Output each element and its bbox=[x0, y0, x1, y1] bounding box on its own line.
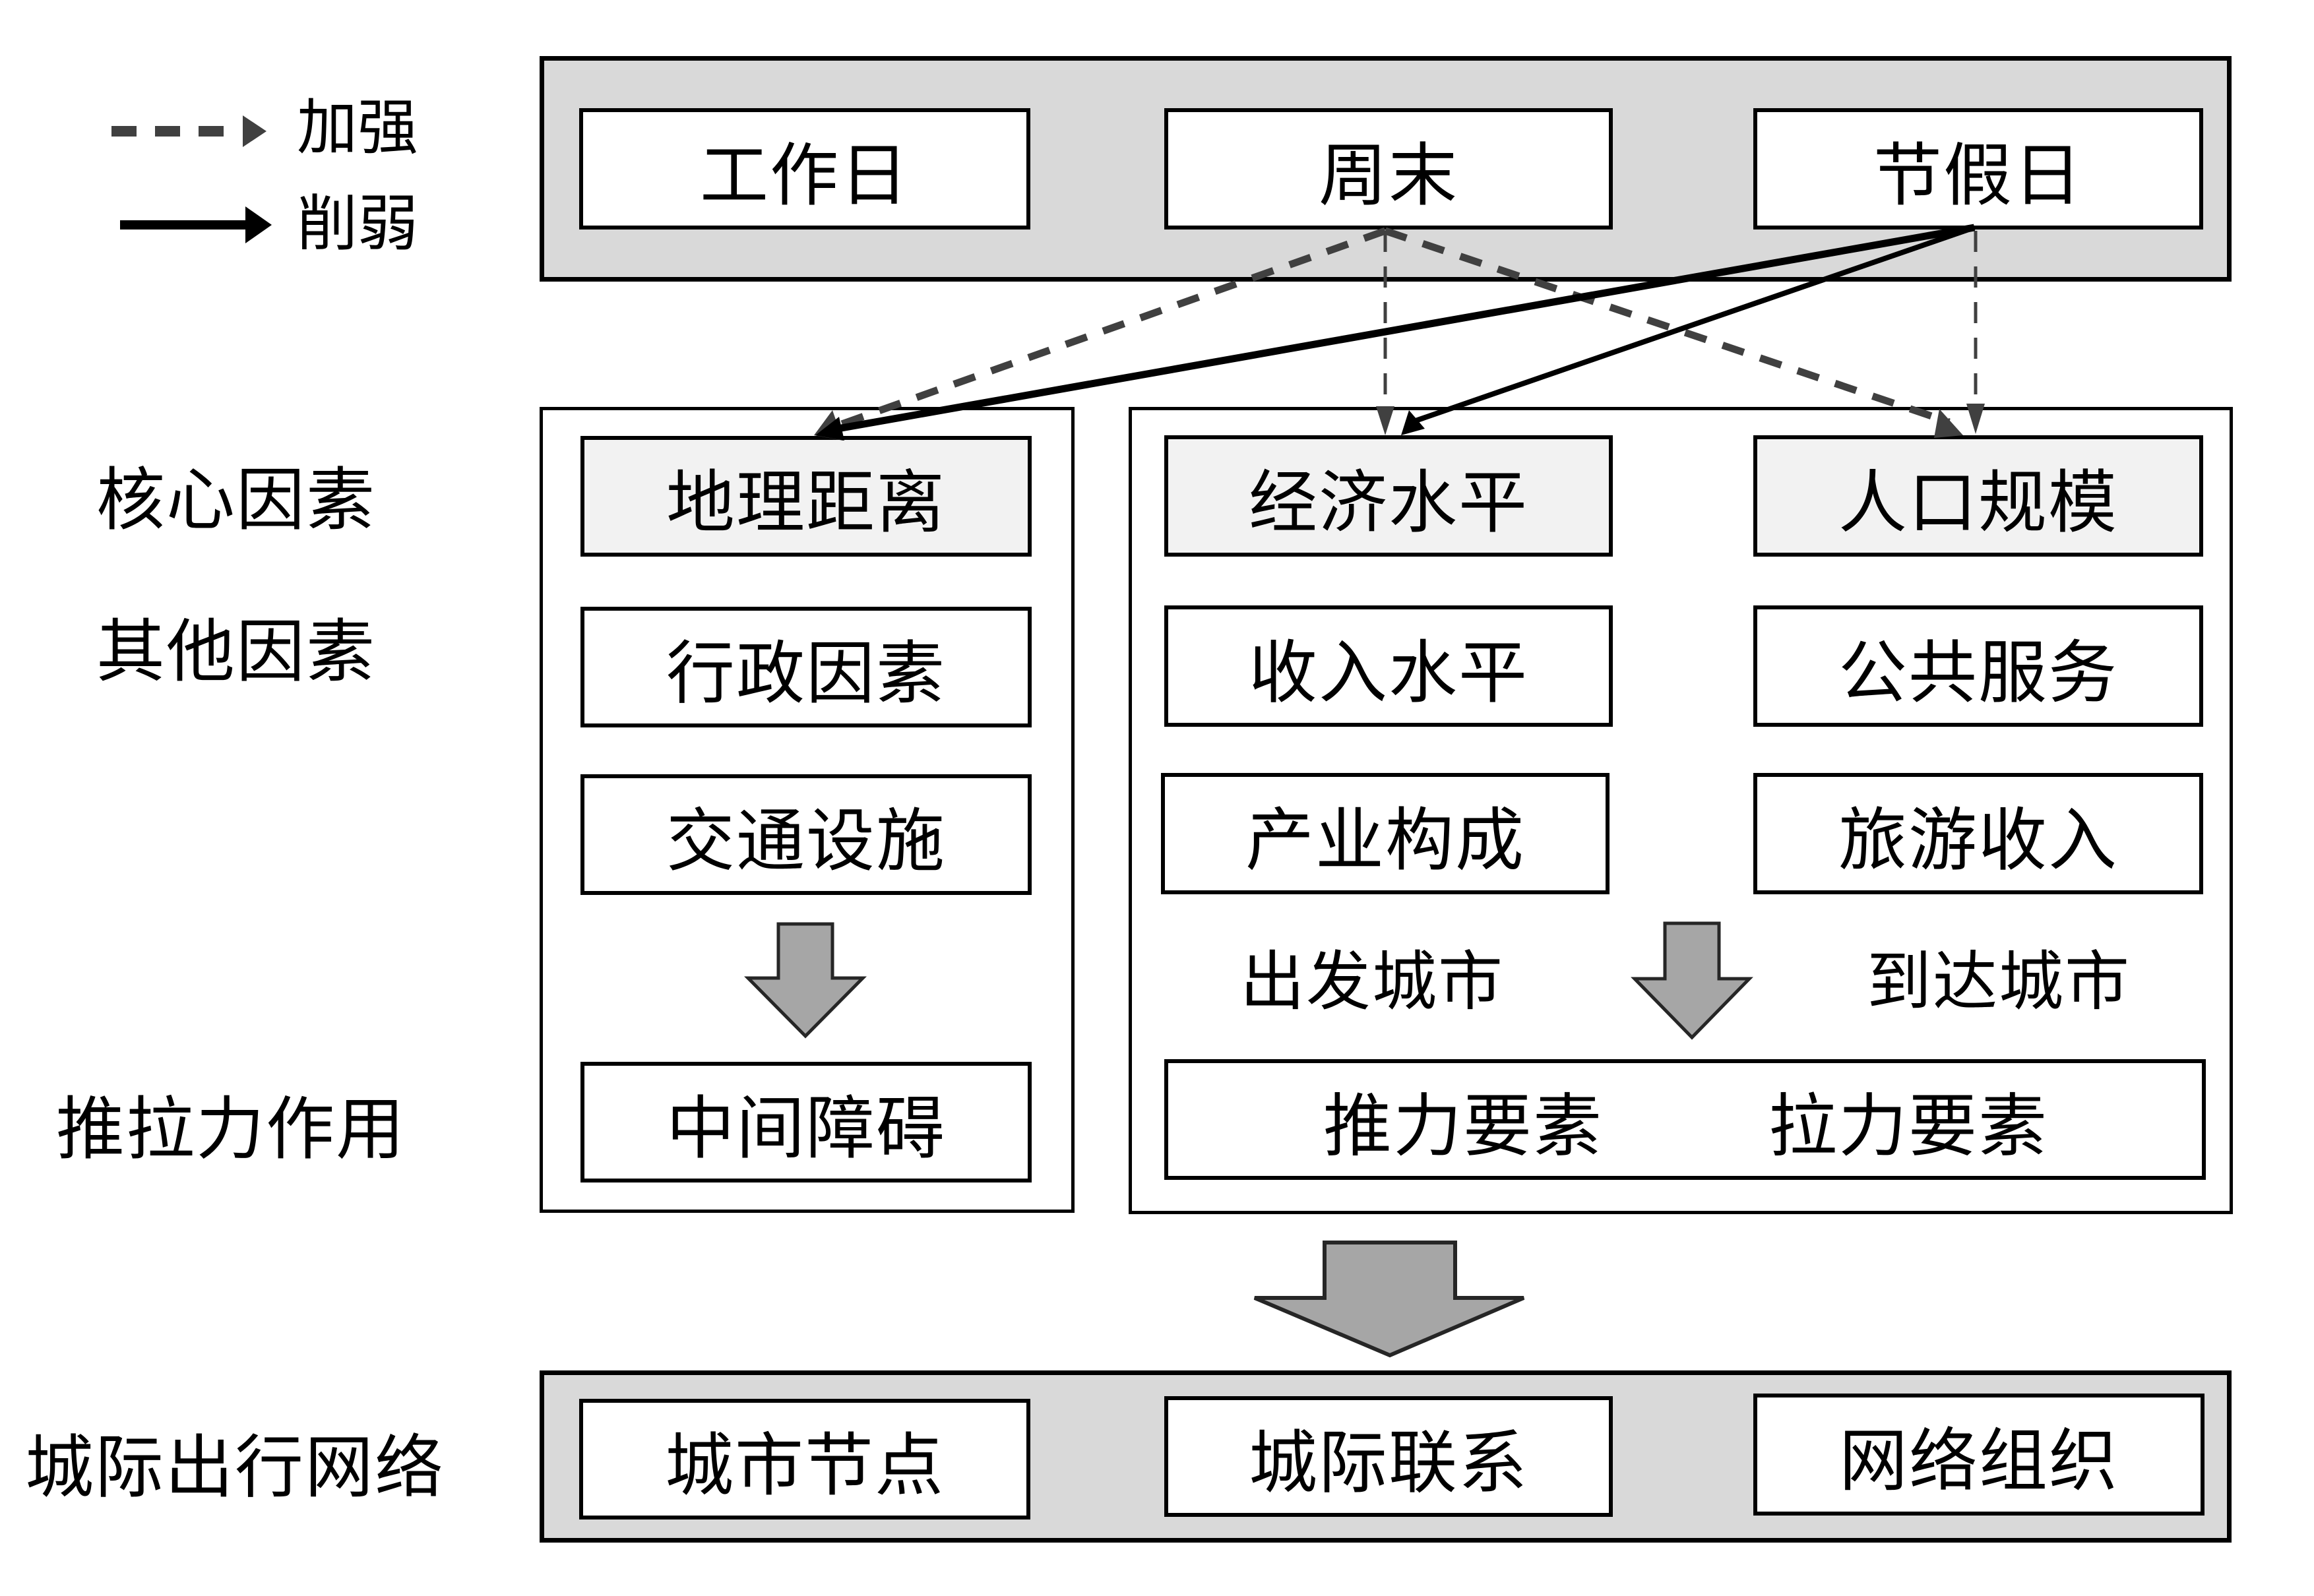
time-type-box-workday[interactable]: 工作日 bbox=[579, 108, 1030, 230]
factor-public-services[interactable]: 公共服务 bbox=[1753, 605, 2203, 727]
origin-city-label: 出发城市 bbox=[1240, 944, 1505, 1020]
destination-city-label: 到达城市 bbox=[1867, 944, 2131, 1020]
core-factor-population-size[interactable]: 人口规模 bbox=[1753, 435, 2203, 557]
time-type-label: 工作日 bbox=[699, 135, 910, 216]
factor-label: 交通设施 bbox=[666, 801, 946, 881]
factor-label: 行政因素 bbox=[666, 633, 946, 714]
legend-dashed-arrow-icon bbox=[111, 115, 266, 147]
factor-tourism-income[interactable]: 旅游收入 bbox=[1753, 773, 2203, 894]
factor-label: 人口规模 bbox=[1838, 462, 2118, 543]
network-component-network-organization[interactable]: 网络组织 bbox=[1753, 1394, 2205, 1516]
legend-solid-arrow-icon bbox=[120, 206, 272, 243]
factor-administrative[interactable]: 行政因素 bbox=[580, 607, 1032, 727]
core-factor-geographic-distance[interactable]: 地理距离 bbox=[580, 436, 1032, 557]
factor-label: 公共服务 bbox=[1838, 632, 2118, 713]
factor-transport-infrastructure[interactable]: 交通设施 bbox=[580, 774, 1032, 895]
row-label-push-pull: 推拉力作用 bbox=[56, 1089, 406, 1169]
network-label: 城市节点 bbox=[664, 1425, 945, 1506]
factor-income-level[interactable]: 收入水平 bbox=[1164, 605, 1613, 727]
network-component-city-nodes[interactable]: 城市节点 bbox=[579, 1399, 1030, 1519]
push-elements-label: 推力要素 bbox=[1323, 1086, 1604, 1166]
factor-label: 经济水平 bbox=[1248, 462, 1528, 543]
time-type-box-holiday[interactable]: 节假日 bbox=[1753, 108, 2203, 230]
time-type-box-weekend[interactable]: 周末 bbox=[1164, 108, 1613, 230]
result-label: 中间障碍 bbox=[666, 1088, 946, 1169]
core-factor-economic-level[interactable]: 经济水平 bbox=[1164, 435, 1613, 557]
network-label: 城际联系 bbox=[1248, 1423, 1528, 1503]
push-pull-elements-box[interactable]: 推力要素 拉力要素 bbox=[1164, 1059, 2206, 1180]
intervening-obstacles-box[interactable]: 中间障碍 bbox=[580, 1062, 1032, 1182]
row-label-network: 城际出行网络 bbox=[25, 1427, 445, 1508]
row-label-other-factors: 其他因素 bbox=[96, 611, 377, 692]
factor-label: 旅游收入 bbox=[1838, 799, 2118, 880]
factor-label: 收入水平 bbox=[1248, 632, 1528, 713]
legend-weaken-label: 削弱 bbox=[297, 189, 419, 259]
network-component-intercity-links[interactable]: 城际联系 bbox=[1164, 1396, 1613, 1517]
factor-label: 产业构成 bbox=[1245, 799, 1525, 880]
legend-strengthen-label: 加强 bbox=[297, 92, 419, 163]
factor-label: 地理距离 bbox=[666, 462, 946, 543]
legend bbox=[111, 115, 272, 243]
factor-industrial-structure[interactable]: 产业构成 bbox=[1161, 773, 1610, 894]
time-type-label: 节假日 bbox=[1873, 135, 2083, 216]
time-type-label: 周末 bbox=[1318, 135, 1458, 216]
pull-elements-label: 拉力要素 bbox=[1768, 1086, 2049, 1166]
row-label-core-factors: 核心因素 bbox=[96, 460, 377, 540]
network-label: 网络组织 bbox=[1838, 1421, 2119, 1501]
